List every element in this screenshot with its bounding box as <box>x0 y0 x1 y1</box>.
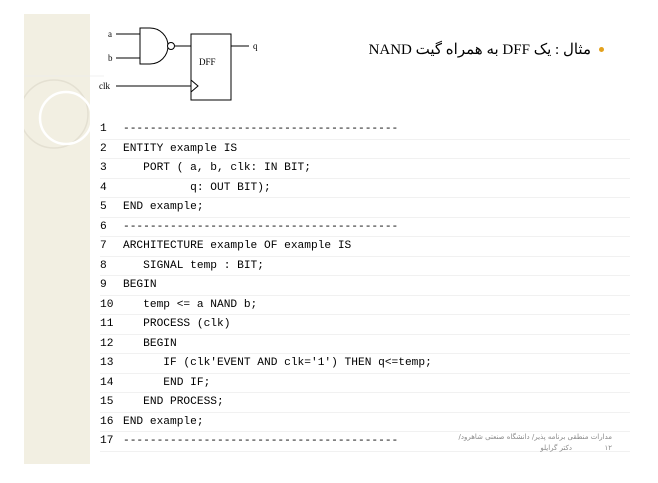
line-number: 13 <box>100 357 114 369</box>
footer-course-info: مدارات منطقی برنامه پذیر/ دانشگاه صنعتی … <box>458 433 612 441</box>
line-number: 1 <box>100 123 107 135</box>
line-number: 12 <box>100 337 114 350</box>
line-number: 6 <box>100 220 107 233</box>
code-line: 15 END PROCESS; <box>100 393 630 413</box>
code-line: 11 PROCESS (clk) <box>100 315 630 335</box>
page-number: ۱۲ <box>604 444 612 452</box>
line-number: 15 <box>100 396 114 408</box>
clock-triangle-icon <box>190 79 199 93</box>
line-number: 17 <box>100 435 114 447</box>
line-number: 9 <box>100 279 107 291</box>
code-line: 17 --------------------------------------… <box>100 432 630 452</box>
line-number: 14 <box>100 376 114 389</box>
code-text: PROCESS (clk) <box>123 318 231 330</box>
code-line: 3 PORT ( a, b, clk: IN BIT; <box>100 159 630 179</box>
left-decorative-band <box>24 14 90 464</box>
input-a-label: a <box>108 29 112 39</box>
code-line: 9 BEGIN <box>100 276 630 296</box>
nand-gate-icon <box>139 27 169 65</box>
line-number: 8 <box>100 259 107 272</box>
code-text: ----------------------------------------… <box>123 435 399 447</box>
circuit-diagram: a b clk DFF q <box>99 27 258 101</box>
code-line: 7 ARCHITECTURE example OF example IS <box>100 237 630 257</box>
line-number: 11 <box>100 318 114 330</box>
code-text: END IF; <box>123 376 211 389</box>
code-text: PORT ( a, b, clk: IN BIT; <box>123 162 311 174</box>
line-number: 10 <box>100 298 114 311</box>
line-number: 4 <box>100 181 107 194</box>
decorative-arcs <box>24 75 104 149</box>
code-text: BEGIN <box>123 337 177 350</box>
code-line: 13 IF (clk'EVENT AND clk='1') THEN q<=te… <box>100 354 630 374</box>
code-text: SIGNAL temp : BIT; <box>123 259 264 272</box>
code-line: 6 ---------------------------------------… <box>100 218 630 237</box>
line-number: 3 <box>100 162 107 174</box>
code-text: ----------------------------------------… <box>123 123 399 135</box>
input-clk-label: clk <box>99 81 110 91</box>
output-q-label: q <box>253 41 258 51</box>
line-number: 5 <box>100 201 107 213</box>
slide-title-text: مثال : یک DFF به همراه گیت NAND <box>368 42 591 58</box>
code-text: q: OUT BIT); <box>123 181 271 194</box>
code-text: ARCHITECTURE example OF example IS <box>123 240 352 252</box>
code-text: ----------------------------------------… <box>123 220 399 233</box>
code-line: 12 BEGIN <box>100 335 630 354</box>
code-text: IF (clk'EVENT AND clk='1') THEN q<=temp; <box>123 357 432 369</box>
code-line: 5 END example; <box>100 198 630 218</box>
code-listing: 1 ---------------------------------------… <box>100 120 630 452</box>
code-line: 2 ENTITY example IS <box>100 140 630 159</box>
line-number: 2 <box>100 142 107 155</box>
code-text: temp <= a NAND b; <box>123 298 258 311</box>
code-text: BEGIN <box>123 279 157 291</box>
code-text: ENTITY example IS <box>123 142 238 155</box>
code-line: 10 temp <= a NAND b; <box>100 296 630 315</box>
slide: a b clk DFF q مثال : یک DFF به همراه گیت… <box>24 14 634 464</box>
dff-block <box>190 33 232 101</box>
code-text: END example; <box>123 415 204 428</box>
code-line: 8 SIGNAL temp : BIT; <box>100 257 630 276</box>
slide-title: مثال : یک DFF به همراه گیت NAND <box>369 40 604 59</box>
code-line: 16 END example; <box>100 413 630 432</box>
line-number: 16 <box>100 415 114 428</box>
slide-footer: مدارات منطقی برنامه پذیر/ دانشگاه صنعتی … <box>458 432 612 454</box>
nand-inversion-bubble <box>167 42 175 50</box>
code-text: END example; <box>123 201 204 213</box>
input-b-label: b <box>108 53 113 63</box>
code-text: END PROCESS; <box>123 396 224 408</box>
code-line: 4 q: OUT BIT); <box>100 179 630 198</box>
footer-author: دکتر گرایلو <box>540 444 572 452</box>
code-line: 1 ---------------------------------------… <box>100 120 630 140</box>
bullet-icon <box>599 47 604 52</box>
line-number: 7 <box>100 240 107 252</box>
code-line: 14 END IF; <box>100 374 630 393</box>
dff-label: DFF <box>199 57 216 67</box>
